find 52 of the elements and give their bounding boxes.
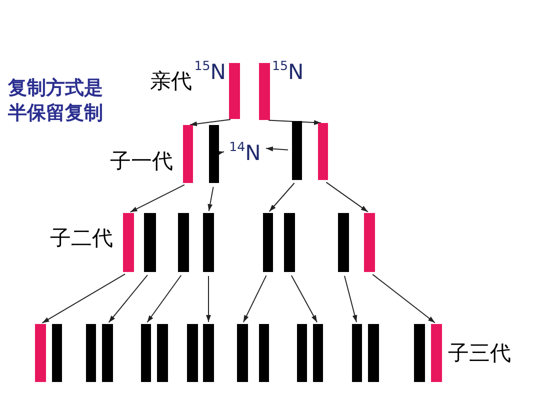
note-text: 复制方式是半保留复制: [8, 76, 104, 126]
dna-strand-bar: [203, 213, 214, 272]
dna-strand-bar: [297, 324, 307, 382]
dna-strand-bar: [263, 213, 273, 272]
dna-strand-bar: [203, 324, 214, 382]
arrow: [326, 182, 368, 212]
arrow: [42, 274, 126, 324]
dna-strand-bar: [292, 121, 302, 180]
dna-strand-bar: [414, 324, 425, 382]
dna-strand-bar: [183, 125, 193, 183]
generation-label: 子二代: [50, 228, 113, 249]
dna-strand-bar: [157, 324, 168, 382]
isotope-label: $^{15}$N: [272, 60, 304, 83]
dna-strand-bar: [364, 213, 375, 272]
arrow: [372, 274, 436, 324]
isotope-label: $^{15}$N: [194, 60, 226, 83]
dna-strand-bar: [141, 324, 151, 382]
arrow: [242, 275, 267, 323]
dna-strand-bar: [178, 213, 189, 272]
arrow: [208, 186, 214, 212]
arrow: [130, 184, 185, 213]
dna-strand-bar: [259, 63, 270, 120]
dna-strand-bar: [187, 324, 198, 382]
generation-label: 子三代: [448, 343, 511, 364]
dna-strand-bar: [259, 324, 269, 382]
dna-strand-bar: [352, 324, 362, 382]
dna-strand-bar: [144, 213, 156, 272]
dna-strand-bar: [368, 324, 379, 382]
dna-strand-bar: [284, 213, 295, 272]
isotope-label: $^{14}$N: [226, 136, 264, 158]
dna-strand-bar: [52, 324, 62, 382]
arrow: [146, 274, 182, 323]
dna-strand-bar: [102, 324, 113, 382]
arrow: [189, 119, 232, 126]
arrow: [290, 275, 318, 323]
dna-strand-bar: [431, 324, 442, 382]
dna-strand-bar: [86, 324, 96, 382]
dna-strand-bar: [338, 213, 349, 272]
dna-strand-bar: [35, 324, 46, 382]
dna-strand-bar: [123, 213, 134, 272]
dna-strand-bar: [209, 125, 219, 183]
arrow: [344, 275, 358, 323]
dna-strand-bar: [229, 63, 240, 119]
arrow: [108, 274, 148, 323]
dna-strand-bar: [318, 123, 328, 180]
generation-label: 子一代: [110, 151, 173, 172]
arrow: [266, 146, 288, 152]
arrow: [206, 276, 211, 322]
generation-label: 亲代: [150, 71, 192, 92]
dna-strand-bar: [313, 324, 323, 382]
arrow: [268, 182, 295, 212]
dna-strand-bar: [237, 324, 248, 382]
